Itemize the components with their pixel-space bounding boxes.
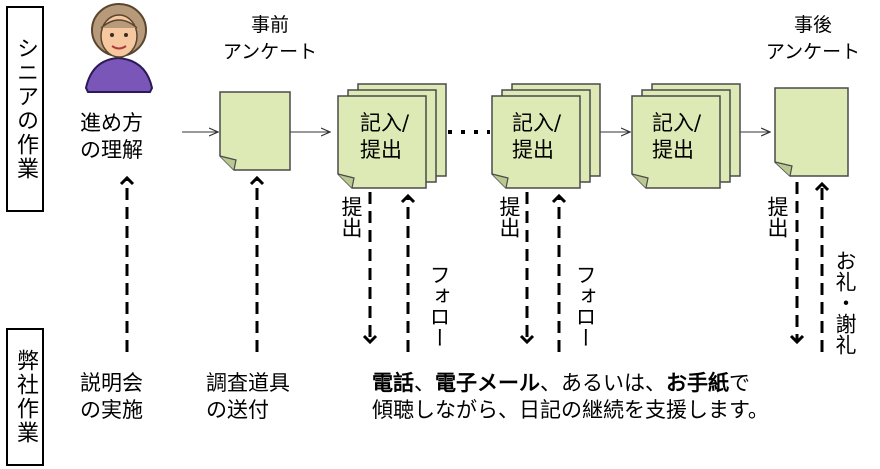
entry-submit-label-2: 記入/ 提出 <box>512 111 562 162</box>
support-line1: 電話、電子メール、あるいは、お手紙で <box>372 371 750 395</box>
pre-survey-title: 事前 アンケート <box>205 12 335 66</box>
post-survey-document-icon <box>774 87 849 177</box>
support-description: 電話、電子メール、あるいは、お手紙で 傾聴しながら、日記の継続を支援します。 <box>372 370 769 424</box>
submit-label-3: 提出 <box>765 196 789 238</box>
follow-label-1: フォロー <box>427 264 451 348</box>
company-work-row-label: 弊社作業 <box>6 328 44 466</box>
company-work-label-text: 弊社作業 <box>13 349 38 445</box>
submit-label-2: 提出 <box>497 196 521 238</box>
post-survey-title: 事後 アンケート <box>748 12 878 66</box>
support-letter: お手紙 <box>666 371 729 395</box>
entry-document-stack-3 <box>631 83 741 189</box>
pre-survey-line2: アンケート <box>222 41 318 63</box>
follow-label-2: フォロー <box>573 264 597 348</box>
post-survey-line1: 事後 <box>793 14 832 36</box>
understand-line1: 進め方 <box>80 111 143 135</box>
entry-document-stack-1 <box>337 83 447 189</box>
thanks-label: お礼・謝礼 <box>833 250 857 355</box>
senior-work-row-label: シニアの作業 <box>6 6 44 212</box>
support-phone: 電話 <box>372 371 414 395</box>
entry-document-stack-2 <box>491 83 601 189</box>
briefing-line1: 説明会 <box>80 371 143 395</box>
entry-submit-label-3: 記入/ 提出 <box>652 111 702 162</box>
pre-survey-document-icon <box>219 91 291 171</box>
submit-label-1: 提出 <box>339 196 363 238</box>
pre-survey-line1: 事前 <box>250 14 289 36</box>
senior-work-label-text: シニアの作業 <box>13 37 38 181</box>
briefing-text: 説明会 の実施 <box>80 370 143 424</box>
tools-line1: 調査道具 <box>206 371 290 395</box>
briefing-line2: の実施 <box>80 398 143 422</box>
entry-submit-label-1: 記入/ 提出 <box>360 111 410 162</box>
senior-person-icon <box>84 3 154 93</box>
tools-sending-text: 調査道具 の送付 <box>206 370 290 424</box>
tools-line2: の送付 <box>206 398 269 422</box>
support-email: 電子メール <box>435 371 540 395</box>
understand-line2: の理解 <box>80 138 143 162</box>
post-survey-line2: アンケート <box>765 41 861 63</box>
understand-method-text: 進め方 の理解 <box>80 110 143 164</box>
support-line2: 傾聴しながら、日記の継続を支援します。 <box>372 398 769 422</box>
